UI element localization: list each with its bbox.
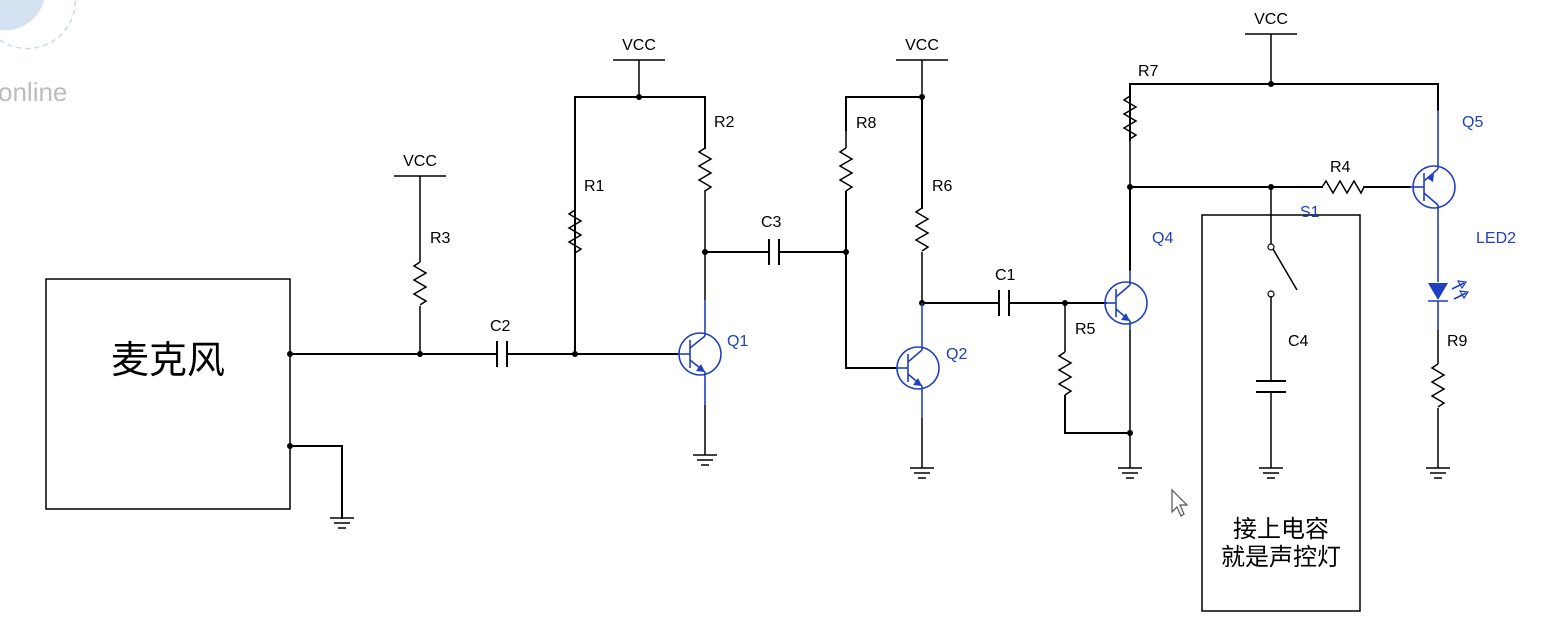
resistor-r6 [915,207,929,252]
label-r8: R8 [856,115,877,132]
label-r9: R9 [1447,333,1468,350]
vcc-symbols: VCC VCC VCC VCC [394,11,1297,177]
switch-s1 [1267,243,1298,298]
label-r7: R7 [1138,63,1159,80]
watermark-logo: online [0,0,77,107]
label-r1: R1 [584,178,605,195]
label-q1: Q1 [727,333,748,350]
led-diode [1428,280,1470,330]
label-q5: Q5 [1462,114,1483,131]
vcc-label-stage2: VCC [905,37,939,54]
note-line-2: 就是声控灯 [1221,543,1341,571]
label-r2: R2 [714,114,735,131]
microphone-block: 麦克风 [45,278,291,510]
transistor-q4 [1104,270,1148,330]
watermark-text: online [0,77,67,107]
label-r5: R5 [1075,321,1096,338]
resistor-r2 [698,147,712,192]
microphone-label: 麦克风 [111,338,225,382]
label-c2: C2 [490,318,511,335]
label-c4: C4 [1288,333,1309,350]
component-labels: R3 R1 R2 R8 R6 R5 R7 R4 R9 C2 C3 C1 C4 Q… [430,63,1516,363]
junctions [287,81,1274,449]
label-led2: LED2 [1476,230,1516,247]
note-box: 接上电容 就是声控灯 [1201,214,1361,612]
resistor-r3 [413,261,427,306]
vcc-label-r3: VCC [403,153,437,170]
resistor-r9 [1431,363,1445,408]
transistor-q5 [1410,110,1456,282]
transistor-q1 [678,252,722,405]
vcc-label-stage1: VCC [622,37,656,54]
note-line-1: 接上电容 [1233,515,1329,543]
wires [289,34,1439,519]
resistors [413,84,1445,408]
resistor-r8 [839,147,853,192]
capacitors [496,239,1286,393]
label-c1: C1 [995,267,1016,284]
label-q2: Q2 [946,346,967,363]
transistor-q2 [896,303,940,418]
vcc-label-output: VCC [1254,11,1288,28]
resistor-r5 [1058,351,1072,396]
label-r6: R6 [932,178,953,195]
label-q4: Q4 [1152,230,1173,247]
label-s1: S1 [1300,204,1320,221]
label-c3: C3 [761,214,782,231]
label-r3: R3 [430,230,451,247]
mouse-cursor-icon [1171,488,1189,517]
label-r4: R4 [1330,159,1351,176]
